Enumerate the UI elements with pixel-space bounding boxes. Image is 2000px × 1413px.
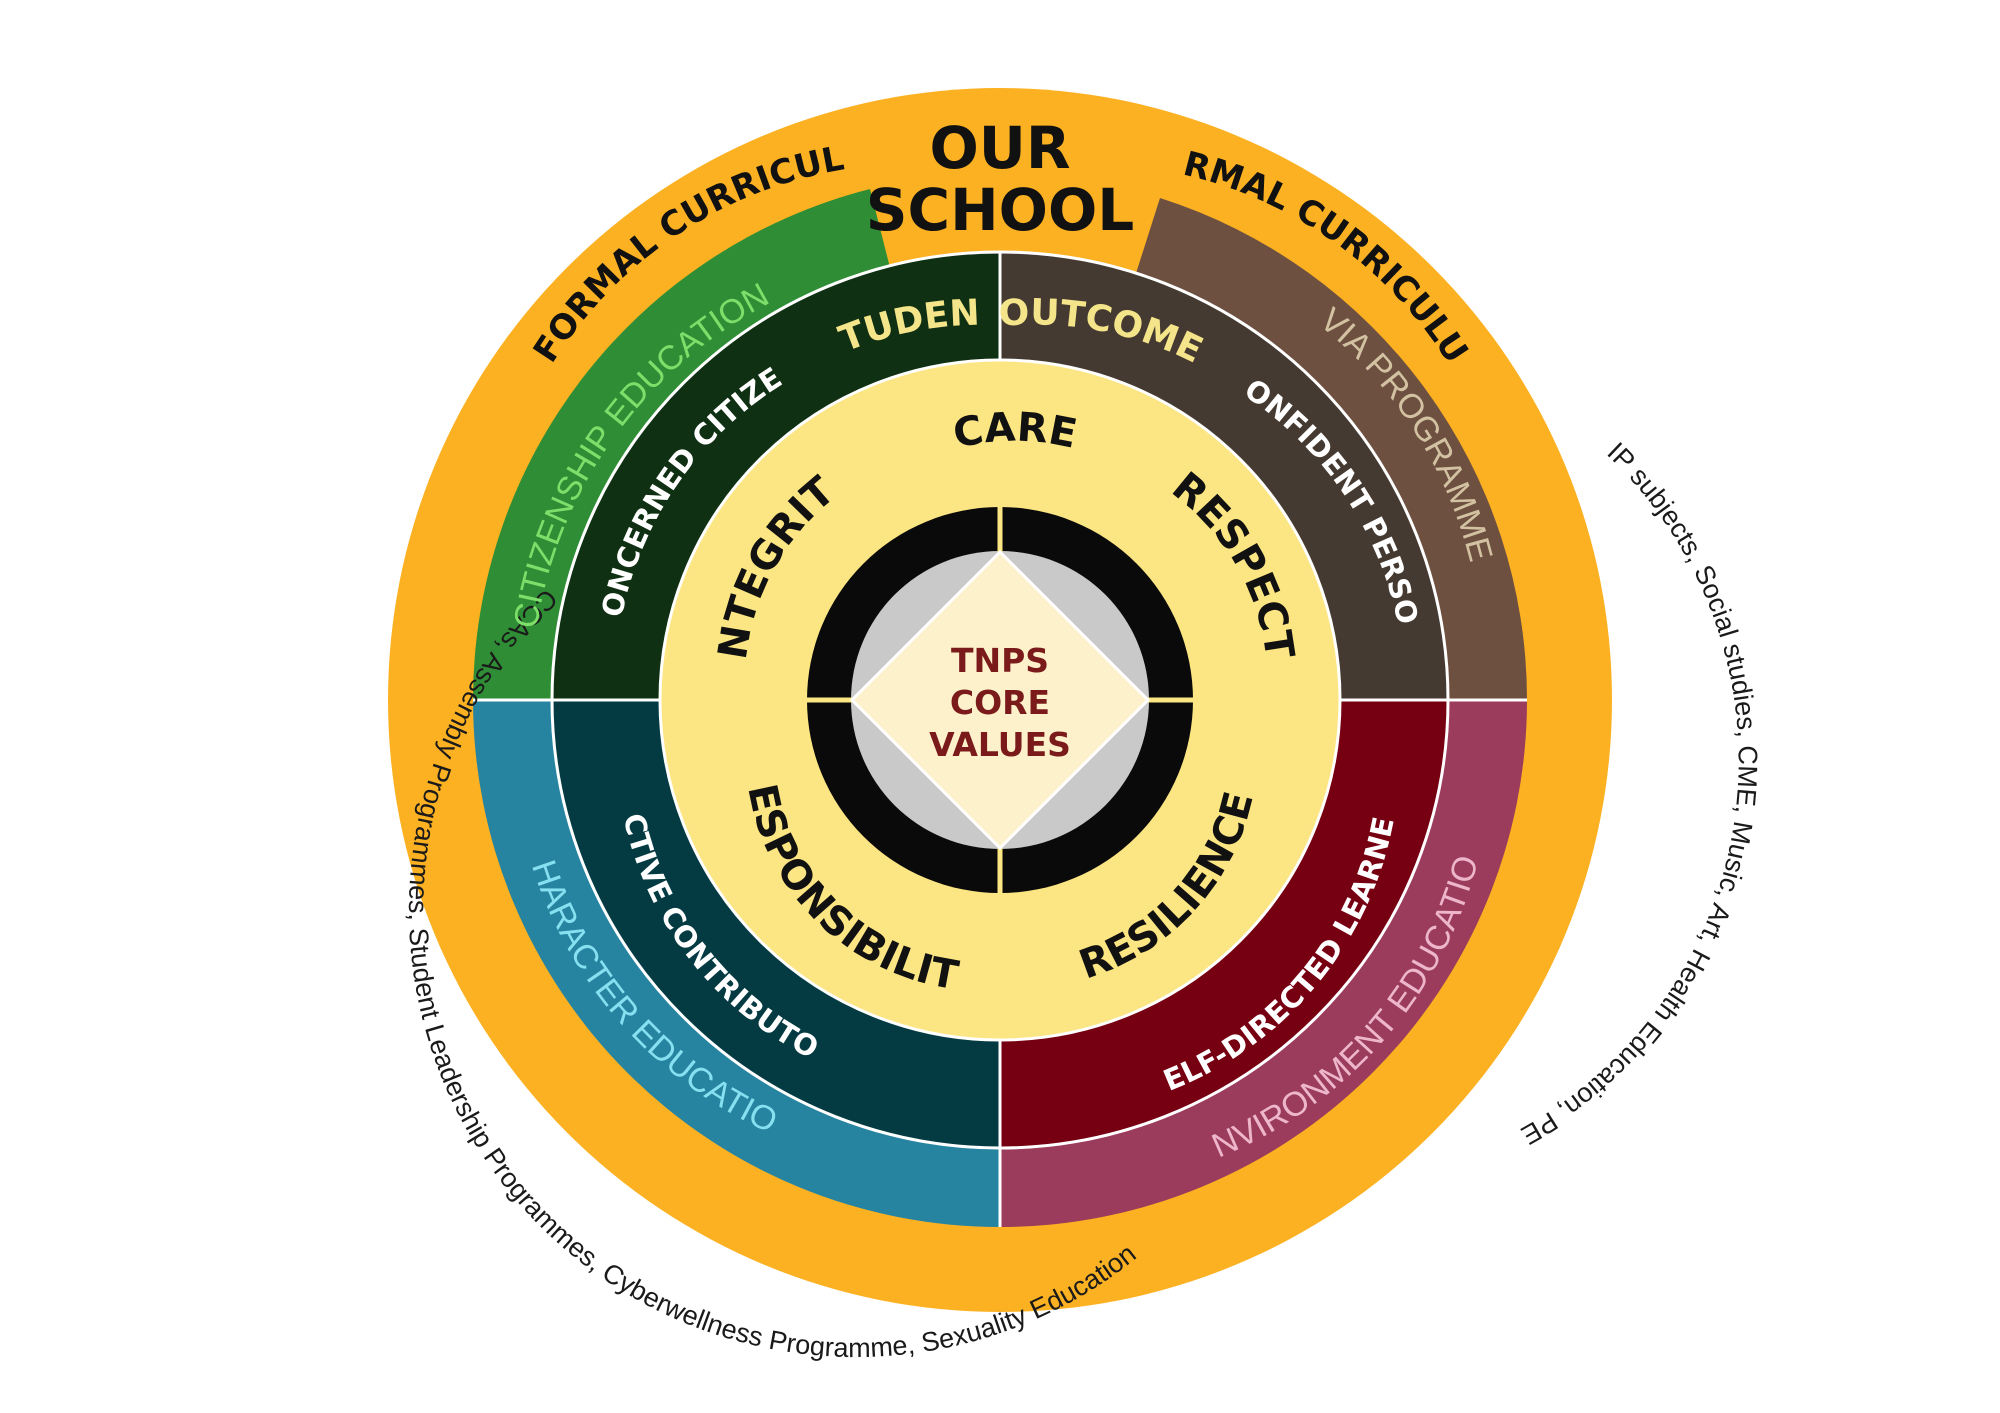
core-values-diamond	[849, 549, 1151, 851]
header-school: SCHOOL	[866, 176, 1134, 244]
header-our: OUR	[929, 114, 1070, 182]
core-values-line2: CORE	[950, 683, 1050, 722]
core-values-line3: VALUES	[929, 725, 1071, 764]
core-values-line1: TNPS	[951, 641, 1049, 680]
